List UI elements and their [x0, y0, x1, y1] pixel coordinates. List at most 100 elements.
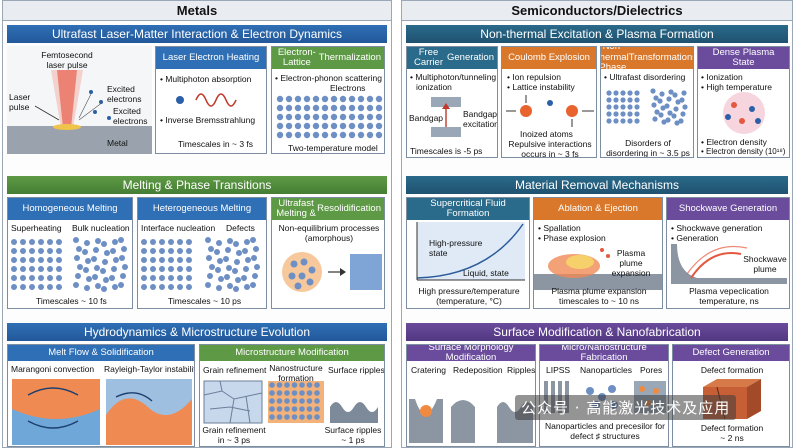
lattice-atom — [312, 95, 320, 103]
lattice-atom — [680, 111, 686, 117]
lattice-atom — [20, 284, 26, 290]
lattice-atom — [651, 102, 657, 108]
lattice-atom — [214, 249, 220, 255]
bulk-nucleation-label: Bulk nucleation — [72, 223, 130, 233]
fcg-bullet-1: • Multiphoton/tunneling — [410, 72, 497, 82]
lattice-atom — [20, 266, 26, 272]
lattice-atom — [634, 104, 640, 110]
lattice-atom — [375, 131, 383, 139]
lattice-atom — [654, 109, 660, 115]
lattice-atom — [47, 284, 53, 290]
lattice-atom — [159, 266, 165, 272]
lattice-atom — [243, 266, 249, 272]
lattice-atom — [294, 95, 302, 103]
bandgap-label: Bandgap — [409, 113, 444, 123]
lattice-atom — [177, 275, 183, 281]
semiconductors-title: Semiconductors/Dielectrics — [402, 1, 792, 21]
lattice-atom — [294, 131, 302, 139]
lattice-atom — [236, 250, 242, 256]
lattice-atom — [312, 131, 320, 139]
nano-dot — [269, 398, 275, 404]
lattice-atom — [251, 255, 257, 261]
lattice-atom — [366, 104, 374, 112]
superheating-label: Superheating — [11, 223, 62, 233]
coulomb-svg — [506, 95, 594, 127]
lattice-atom — [74, 255, 80, 261]
lattice-atom — [11, 257, 17, 263]
lattice-atom — [672, 92, 678, 98]
supercritical-title: Supercritical Fluid Formation — [407, 198, 529, 220]
lattice-atom — [312, 113, 320, 121]
nano-dot — [284, 390, 290, 396]
nano-dot — [276, 398, 283, 404]
lattice-atom — [38, 266, 44, 272]
microstructure-title: Microstructure Modification — [200, 345, 384, 361]
lattice-atom — [113, 257, 119, 263]
lattice-atom — [375, 122, 383, 130]
heat-timescale: Timescales in ~ 3 fs — [178, 139, 254, 149]
lattice-atom — [250, 237, 256, 243]
lattice-atom — [634, 90, 640, 96]
lattice-atom — [177, 248, 183, 254]
lattice-atom — [168, 284, 174, 290]
lattice-atom — [47, 248, 53, 254]
grain-refinement-label: Grain refinement — [203, 365, 267, 375]
lattice-atom — [339, 113, 347, 121]
lattice-atom — [666, 96, 672, 102]
lattice-atom — [73, 282, 79, 288]
lattice-atom — [118, 237, 124, 243]
therm-bullet-1: • Electron-phonon scattering — [275, 73, 382, 83]
lattice-atom — [177, 266, 183, 272]
lattice-atom — [254, 264, 260, 270]
lattice-atom — [606, 118, 612, 124]
lattice-atom — [348, 95, 356, 103]
lattice-atom — [56, 257, 62, 263]
lattice-atom — [94, 265, 100, 271]
lattice-atom — [294, 113, 302, 121]
metal-label: Metal — [107, 138, 128, 148]
non-equilibrium-label: Non-equilibrium processes(amorphous) — [278, 223, 380, 243]
lattice-atom — [366, 122, 374, 130]
lattice-atom — [303, 104, 311, 112]
lattice-atom — [177, 239, 183, 245]
nano-dot — [276, 382, 283, 388]
lattice-atom — [285, 122, 293, 130]
heat-bullet-1: • Multiphoton absorption — [160, 74, 252, 84]
lattice-atom — [91, 256, 97, 262]
lattice-atom — [82, 249, 88, 255]
melt-flow-panel: Melt Flow & Solidification Marangoni con… — [7, 344, 195, 447]
lattice-atom — [659, 91, 665, 97]
lattice-atom — [348, 131, 356, 139]
ablation-bullet-1: • Spallation — [538, 223, 581, 233]
lattice-atom — [29, 248, 35, 254]
shockwave-panel: Shockwave Generation • Shockwave generat… — [666, 197, 790, 309]
nano-dot — [269, 382, 275, 388]
lattice-atom — [375, 95, 383, 103]
lattice-atom — [658, 112, 664, 118]
dps-electron-density-2: • Electron density (10¹⁸) — [701, 147, 786, 156]
nano-dot — [284, 414, 290, 420]
lattice-atom — [159, 248, 165, 254]
lattice-atom — [224, 274, 230, 280]
lattice-atom — [168, 248, 174, 254]
lattice-atom — [650, 88, 656, 94]
lattice-atom — [681, 90, 687, 96]
lattice-atom — [38, 257, 44, 263]
microstructure-panel: Microstructure Modification Grain refine… — [199, 344, 385, 447]
liquid-state-label: Liquid, state — [463, 268, 509, 278]
lattice-atom — [375, 104, 383, 112]
cratering-label: Cratering — [411, 365, 446, 375]
lattice-atom — [11, 248, 17, 254]
lattice-atom — [606, 111, 612, 117]
metals-section2-header: Melting & Phase Transitions — [7, 176, 387, 194]
ultrafast-melting-panel: Ultrafast Melting &Resolidification Non-… — [271, 197, 385, 309]
lattice-atom — [95, 238, 101, 244]
